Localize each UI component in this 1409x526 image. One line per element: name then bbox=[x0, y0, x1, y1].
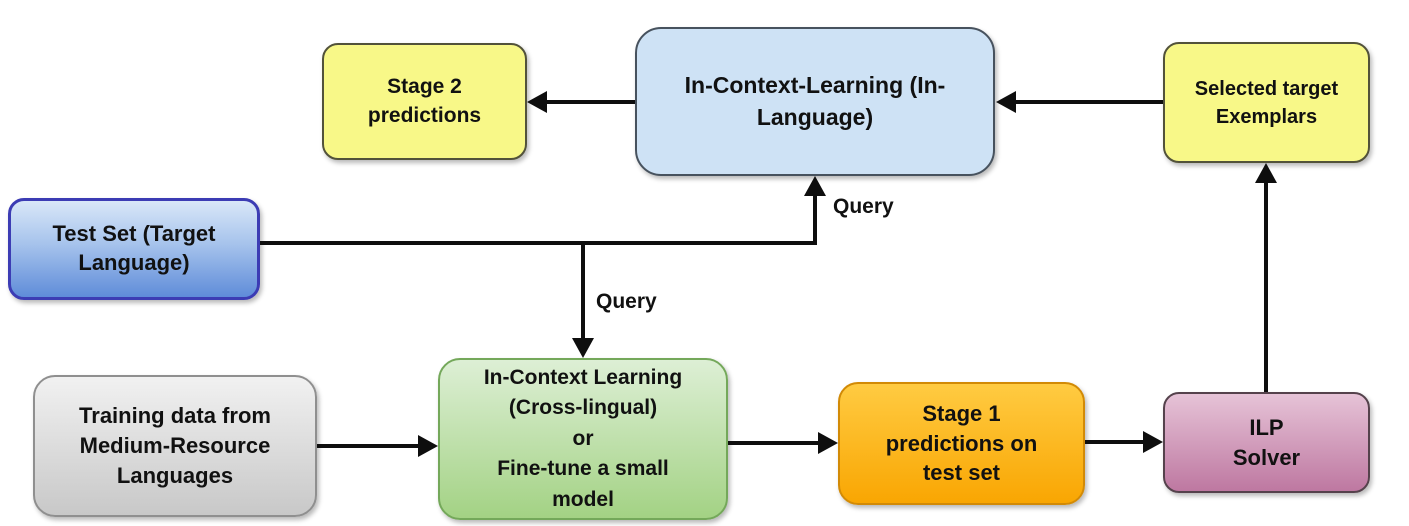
node-label: Stage 2 predictions bbox=[367, 75, 482, 127]
query-label-lower: Query bbox=[596, 290, 657, 313]
node-ilp-solver: ILP Solver bbox=[1163, 392, 1370, 493]
edge-icl-in-language-to-stage2 bbox=[545, 100, 635, 104]
node-label: Training data from Medium-Resource Langu… bbox=[79, 403, 271, 488]
node-test-set-target-language: Test Set (Target Language) bbox=[8, 198, 260, 300]
node-stage1-predictions-on-test-set: Stage 1 predictions on test set bbox=[838, 382, 1085, 505]
node-label: Stage 1 predictions on test set bbox=[885, 400, 1038, 486]
node-label: ILP Solver bbox=[1232, 414, 1301, 470]
node-icl-cross-lingual-or-finetune: In-Context Learning (Cross-lingual) or F… bbox=[438, 358, 728, 520]
node-label: In-Context-Learning (In- Language) bbox=[684, 72, 946, 130]
edge-test-set-trunk bbox=[260, 241, 817, 245]
arrowhead-right-icon bbox=[418, 435, 438, 457]
arrowhead-right-icon bbox=[1143, 431, 1163, 453]
arrowhead-right-icon bbox=[818, 432, 838, 454]
node-label: Selected target Exemplars bbox=[1194, 77, 1339, 128]
edge-ilp-solver-to-exemplars bbox=[1264, 181, 1268, 392]
edge-test-set-to-icl-in-language bbox=[813, 194, 817, 243]
node-stage2-predictions: Stage 2 predictions bbox=[322, 43, 527, 160]
edge-training-to-icl-cross-lingual bbox=[317, 444, 418, 448]
edge-stage1-to-ilp-solver bbox=[1085, 440, 1143, 444]
node-in-context-learning-in-language: In-Context-Learning (In- Language) bbox=[635, 27, 995, 176]
arrowhead-left-icon bbox=[527, 91, 547, 113]
edge-exemplars-to-icl-in-language bbox=[1014, 100, 1163, 104]
arrowhead-up-icon bbox=[1255, 163, 1277, 183]
edge-test-set-to-icl-cross-lingual bbox=[581, 243, 585, 340]
node-selected-target-exemplars: Selected target Exemplars bbox=[1163, 42, 1370, 163]
query-label-upper: Query bbox=[833, 195, 894, 218]
node-training-data-medium-resource: Training data from Medium-Resource Langu… bbox=[33, 375, 317, 517]
node-label: In-Context Learning (Cross-lingual) or F… bbox=[483, 365, 683, 511]
arrowhead-down-icon bbox=[572, 338, 594, 358]
node-label: Test Set (Target Language) bbox=[52, 221, 216, 275]
arrowhead-left-icon bbox=[996, 91, 1016, 113]
edge-icl-cross-lingual-to-stage1 bbox=[728, 441, 818, 445]
arrowhead-up-icon bbox=[804, 176, 826, 196]
